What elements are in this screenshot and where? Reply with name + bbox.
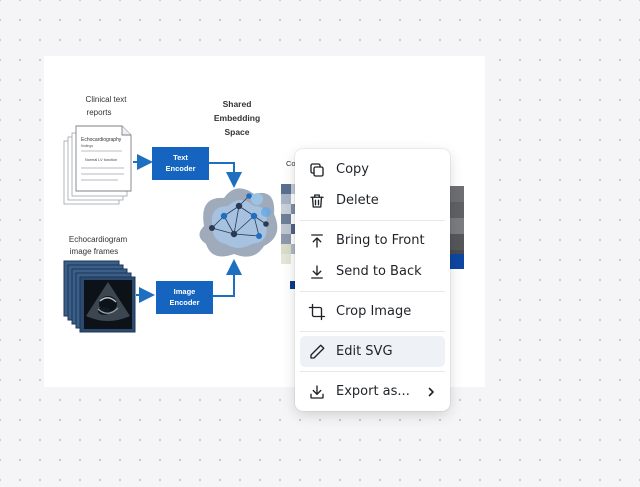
similarity-matrix [281,184,464,289]
image-encoder-label: Image [174,287,196,296]
crop-icon [308,303,326,321]
copy-icon [308,161,326,179]
trash-icon [308,192,326,210]
echo-label-2: image frames [70,247,118,256]
partial-label: Co [286,159,296,168]
menu-item-delete[interactable]: Delete [300,185,445,216]
text-encoder-box [152,147,209,180]
arrow-down-to-line-icon [308,263,326,281]
menu-item-crop-image[interactable]: Crop Image [300,296,445,327]
text-encoder-label-2: Encoder [165,164,195,173]
image-encoder-box [156,281,213,314]
menu-item-send-to-back[interactable]: Send to Back [300,256,445,287]
menu-item-bring-to-front[interactable]: Bring to Front [300,225,445,256]
doc-heading: Echocardiography [81,137,122,143]
text-encoder-label: Text [173,153,188,162]
echo-frames-icon [63,260,136,333]
menu-item-label: Crop Image [336,304,412,319]
clinical-text-label: Clinical text [86,95,128,104]
document-stack-icon: Echocardiography findings Normal LV func… [63,125,132,205]
menu-item-label: Export as... [336,384,410,399]
embedding-network-icon [199,188,278,257]
doc-subheading: findings [81,144,93,148]
menu-divider [300,220,445,221]
menu-item-label: Send to Back [336,264,422,279]
menu-item-copy[interactable]: Copy [300,154,445,185]
arrow-up-to-line-icon [308,232,326,250]
shared-embedding-label: Shared [223,99,252,109]
figure-svg: Clinical text reports Echocardiography f… [63,95,464,333]
menu-item-label: Copy [336,162,369,177]
doc-section: Normal LV function [85,158,117,162]
menu-item-label: Edit SVG [336,344,393,359]
clinical-text-label-2: reports [87,108,112,117]
shared-embedding-label-3: Space [224,127,249,137]
shared-embedding-label-2: Embedding [214,113,260,123]
menu-item-label: Bring to Front [336,233,425,248]
menu-item-export-as[interactable]: Export as... [300,376,445,407]
context-menu: Copy Delete Bring to Front Send to Back … [295,149,450,411]
download-icon [308,383,326,401]
menu-divider [300,331,445,332]
echo-label: Echocardiogram [69,235,128,244]
image-encoder-label-2: Encoder [169,298,199,307]
pencil-icon [308,343,326,361]
menu-item-edit-svg[interactable]: Edit SVG [300,336,445,367]
menu-divider [300,291,445,292]
menu-item-label: Delete [336,193,379,208]
menu-divider [300,371,445,372]
chevron-right-icon [425,386,437,398]
